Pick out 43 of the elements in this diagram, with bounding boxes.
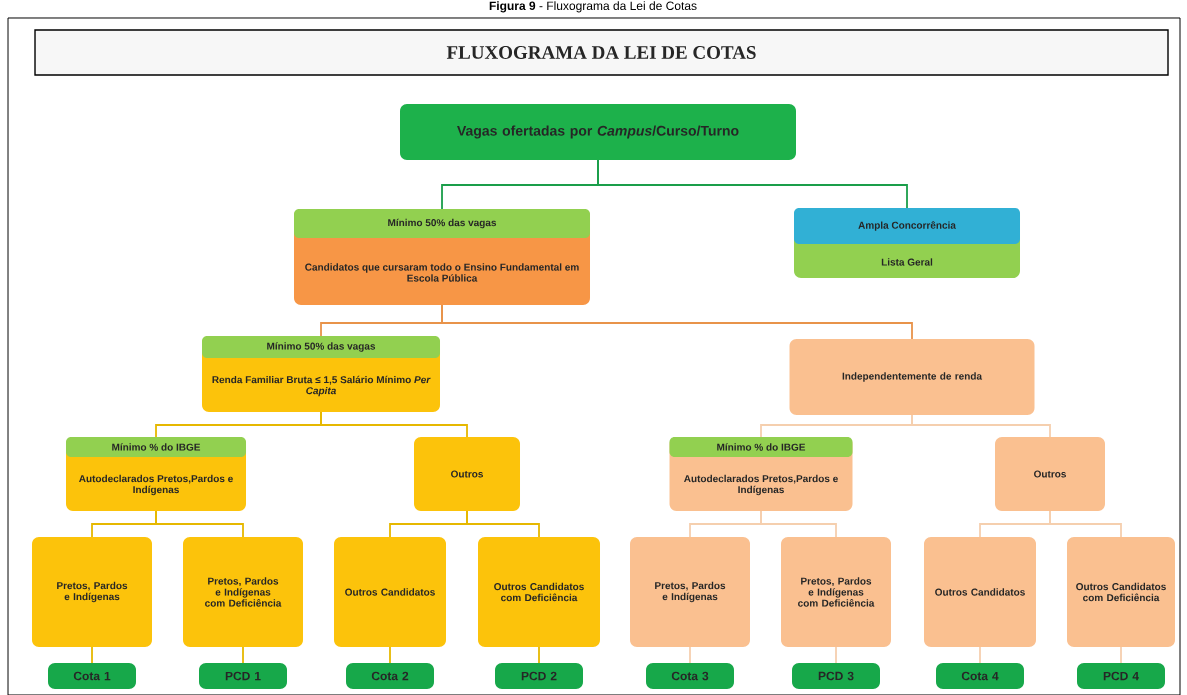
connector-line (91, 646, 93, 664)
process-box: Mínimo 50% das vagas Candidatos que cursaram todo o Ensino Fundamental em Escola Pública (294, 209, 590, 305)
quota-tag: PCD 1 (199, 663, 287, 689)
title-banner: FLUXOGRAMA DA LEI DE COTAS (34, 29, 1169, 76)
process-box: Pretos, Pardos e Indígenas (630, 537, 750, 647)
process-box: Mínimo 50% das vagas Renda Familiar Bruta ≤ 1,5 Salário Mínimo Per Capita (202, 336, 440, 412)
process-box: Outros Candidatos (924, 537, 1036, 647)
quota-tag: PCD 2 (495, 663, 583, 689)
process-box: Outros Candidatos com Deficiência (1067, 537, 1175, 647)
process-box: Outros (995, 437, 1105, 511)
process-box: Outros Candidatos (334, 537, 446, 647)
process-box: Independentemente de renda (789, 339, 1035, 415)
connector-line (466, 510, 540, 538)
quota-tag: PCD 3 (792, 663, 880, 689)
connector-line (1120, 646, 1122, 664)
process-box: Pretos, Pardos e Indígenas (32, 537, 152, 647)
process-box: Pretos, Pardos e Indígenas com Deficiência (781, 537, 891, 647)
connector-line (242, 646, 244, 664)
quota-tag: Cota 1 (48, 663, 136, 689)
caption: Figura 9 - Fluxograma da Lei de Cotas (489, 1, 697, 13)
connector-line (538, 646, 540, 664)
connector-line (441, 304, 913, 340)
process-box: Mínimo % do IBGE Autodeclarados Pretos,Pardos e Indígenas (669, 437, 853, 511)
connector-line (1049, 510, 1122, 538)
quota-tag: Cota 3 (646, 663, 734, 689)
connector-line (979, 646, 981, 664)
quota-tag: PCD 4 (1077, 663, 1165, 689)
connector-line (320, 411, 468, 438)
connector-line (597, 159, 908, 209)
process-box: Vagas ofertadas por Campus/Curso/Turno (400, 104, 796, 160)
process-box: Ampla Concorrência Lista Geral (794, 208, 1020, 278)
connector-line (155, 510, 244, 538)
quota-tag: Cota 4 (936, 663, 1024, 689)
connector-line (389, 646, 391, 664)
connector-line (911, 414, 1051, 438)
connector-line (835, 646, 837, 664)
connector-line (689, 646, 691, 664)
connector-line (760, 510, 837, 538)
process-box: Pretos, Pardos e Indígenas com Deficiência (183, 537, 303, 647)
process-box: Mínimo % do IBGE Autodeclarados Pretos,Pardos e Indígenas (66, 437, 246, 511)
process-box: Outros Candidatos com Deficiência (478, 537, 600, 647)
quota-tag: Cota 2 (346, 663, 434, 689)
process-box: Outros (414, 437, 520, 511)
